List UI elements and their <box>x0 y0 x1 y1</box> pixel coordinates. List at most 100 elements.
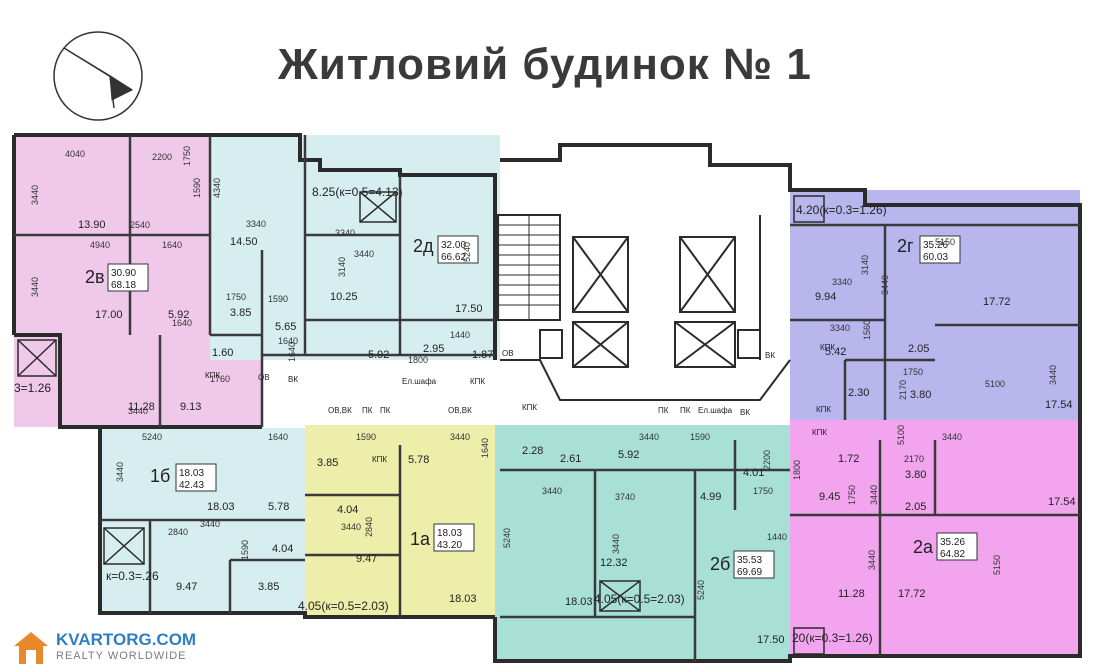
room-area: 12.32 <box>600 557 628 569</box>
room-area: 3.80 <box>910 389 931 401</box>
dimension-value: 1440 <box>767 532 787 542</box>
compass-icon <box>53 31 143 121</box>
room-area: 4.99 <box>700 491 721 503</box>
service-label: КПК <box>372 455 387 464</box>
apartment-id: 2б <box>710 554 730 574</box>
room-area: 2.05 <box>905 501 926 513</box>
dimension-value: 1590 <box>690 432 710 442</box>
apartment-2d: 2д 32.00 66.62 <box>413 235 479 264</box>
dimension-value: 2840 <box>364 517 374 537</box>
dimension-value: 1640 <box>480 438 490 458</box>
dimension-value: 3440 <box>611 534 621 554</box>
apartment-id: 2д <box>413 236 434 256</box>
room-area: 17.00 <box>95 309 123 321</box>
dimension-value: 4040 <box>65 149 85 159</box>
room-area: 3.80 <box>905 469 926 481</box>
dimension-value: 3440 <box>450 432 470 442</box>
room-area: 9.47 <box>356 553 377 565</box>
balcony-label: к=0.3=.26 <box>106 569 159 583</box>
room-area: 18.03 <box>565 596 593 608</box>
apartment-1b: 1б 18.03 42.43 <box>150 463 217 492</box>
room-area: 10.25 <box>330 291 358 303</box>
dimension-value: 3440 <box>30 277 40 297</box>
balcony-label: 4.05(к=0.5=2.03) <box>298 599 389 613</box>
service-label: ОВ <box>258 373 270 382</box>
svg-text:42.43: 42.43 <box>179 480 204 491</box>
dimension-value: 4340 <box>212 178 222 198</box>
dimension-value: 2200 <box>762 450 772 470</box>
room-area: 5.92 <box>168 309 189 321</box>
balcony-label: 20(к=0.3=1.26) <box>792 631 873 645</box>
apartment-2v: 2в 30.90 68.18 <box>85 263 149 292</box>
dimension-value: 3440 <box>880 275 890 295</box>
dimension-value: 3140 <box>860 255 870 275</box>
apartment-id: 2г <box>897 236 914 256</box>
room-area: 2.95 <box>423 343 444 355</box>
dimension-value: 3440 <box>354 249 374 259</box>
room-area: 5.92 <box>618 449 639 461</box>
dimension-value: 1800 <box>408 355 428 365</box>
plan-title: Житловий будинок № 1 <box>278 40 812 89</box>
dimension-value: 1800 <box>792 460 802 480</box>
room-area: 9.47 <box>176 581 197 593</box>
room-area: 14.50 <box>230 236 258 248</box>
svg-text:64.82: 64.82 <box>940 549 965 560</box>
dimension-value: 1750 <box>847 485 857 505</box>
dimension-value: 1750 <box>753 486 773 496</box>
dimension-value: 3440 <box>639 432 659 442</box>
apartment-2g: 2г 35.26 60.03 <box>897 235 961 264</box>
dimension-value: 1590 <box>268 294 288 304</box>
dimension-value: 1590 <box>240 540 250 560</box>
balcony-label: 8.25(к=0.5=4.13) <box>312 185 403 199</box>
dimension-value: 1560 <box>862 320 872 340</box>
balcony-label: 3=1.26 <box>14 381 51 395</box>
room-area: 5.78 <box>268 501 289 513</box>
svg-text:35.53: 35.53 <box>737 555 762 566</box>
dimension-value: 5240 <box>502 528 512 548</box>
core-stairs <box>497 214 791 401</box>
svg-text:68.18: 68.18 <box>111 280 136 291</box>
dimension-value: 5150 <box>992 555 1002 575</box>
room-area: 3.85 <box>317 457 338 469</box>
dimension-value: 2170 <box>904 454 924 464</box>
room-area: 1.60 <box>212 347 233 359</box>
room-area: 18.03 <box>207 501 235 513</box>
dimension-value: 1640 <box>287 342 297 362</box>
dimension-value: 3440 <box>867 550 877 570</box>
house-logo-icon <box>14 632 48 664</box>
service-label: ПК <box>380 406 391 415</box>
service-label: ПК <box>680 406 691 415</box>
room-area: 5.42 <box>825 346 846 358</box>
dimension-value: 2170 <box>898 380 908 400</box>
service-label: ОВ,ВК <box>328 406 352 415</box>
dimension-value: 1640 <box>162 240 182 250</box>
dimension-value: 3440 <box>115 462 125 482</box>
dimension-value: 3440 <box>542 486 562 496</box>
dimension-value: 1760 <box>210 374 230 384</box>
apartment-id: 1б <box>150 466 170 486</box>
service-label: ПК <box>362 406 373 415</box>
room-area: 2.28 <box>522 445 543 457</box>
room-area: 17.72 <box>898 588 926 600</box>
balcony-label: 4.05(к=0.5=2.03) <box>594 592 685 606</box>
dimension-value: 3140 <box>337 257 347 277</box>
room-area: 18.03 <box>449 593 477 605</box>
apartment-id: 1а <box>410 529 431 549</box>
svg-text:43.20: 43.20 <box>437 540 462 551</box>
room-area: 4.04 <box>272 543 293 555</box>
dimension-value: 1640 <box>268 432 288 442</box>
dimension-value: 3440 <box>341 522 361 532</box>
dimension-value: 5150 <box>935 237 955 247</box>
service-label: КПК <box>470 377 485 386</box>
apartment-id: 2в <box>85 267 105 287</box>
room-area: 17.50 <box>757 634 785 646</box>
apartment-id: 2а <box>913 537 934 557</box>
svg-text:32.00: 32.00 <box>441 240 466 251</box>
dimension-value: 4940 <box>90 240 110 250</box>
service-label: ВК <box>765 351 775 360</box>
dimension-value: 3440 <box>942 432 962 442</box>
dimension-value: 3440 <box>30 185 40 205</box>
